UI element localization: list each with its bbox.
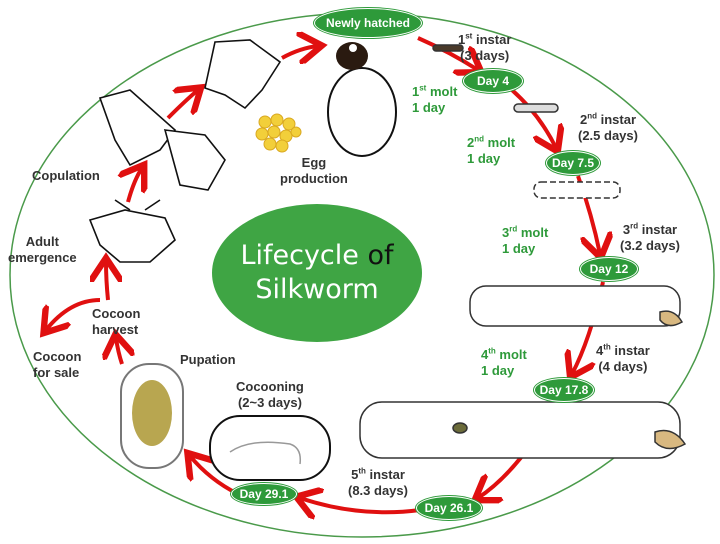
egg-cluster: [255, 113, 302, 153]
day-badge-4: Day 4: [463, 69, 523, 93]
title-silkworm: Silkworm: [255, 274, 379, 305]
day-badge-26-1: Day 26.1: [416, 496, 482, 520]
instar-2-label: 2nd instar(2.5 days): [578, 111, 638, 143]
moth-illustrations: [88, 39, 282, 263]
copulation-label: Copulation: [32, 168, 100, 183]
instar-4-label: 4th instar(4 days): [596, 342, 650, 374]
day-badge-17-8: Day 17.8: [534, 378, 594, 402]
day-badge-7-5: Day 7.5: [546, 151, 600, 175]
instar-1-label: 1st instar(3 days): [458, 31, 512, 63]
day-badge-12: Day 12: [580, 257, 638, 281]
egg-illustration: [327, 42, 397, 157]
title-of: of: [367, 240, 394, 271]
title-lifecycle: Lifecycle: [240, 240, 359, 271]
pupa-illustration: [120, 363, 184, 469]
cocoon-illustration: [209, 415, 331, 481]
instar-5-label: 5th instar(8.3 days): [348, 466, 408, 498]
day-badge-newly-hatched: Newly hatched: [314, 8, 422, 38]
caterpillar-illustrations: [359, 44, 687, 459]
day-badge-29-1: Day 29.1: [231, 483, 297, 505]
instar-3-label: 3rd instar(3.2 days): [620, 221, 680, 253]
diagram-title: Lifecycle of Silkworm: [212, 204, 422, 342]
cocooning-label: Cocooning(2~3 days): [236, 379, 304, 410]
pupation-label: Pupation: [180, 352, 236, 367]
